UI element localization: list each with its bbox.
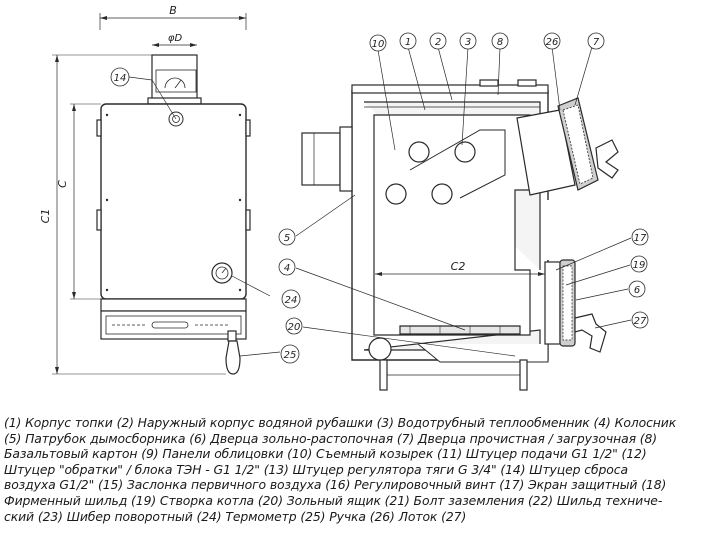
- callout-3: 3: [465, 37, 471, 48]
- callout-17: 17: [634, 233, 647, 244]
- dimension-c: C: [56, 103, 101, 300]
- callout-26: 26: [546, 37, 559, 48]
- callout-5: 5: [284, 233, 290, 244]
- callout-19: 19: [633, 260, 646, 271]
- dimension-c2: C2: [375, 260, 545, 276]
- dimension-d: φD: [152, 33, 197, 47]
- callout-14: 14: [114, 73, 127, 84]
- legend-line: Фирменный шильд (19) Створка котла (20) …: [4, 492, 663, 508]
- legend-line: ский (23) Шибер поворотный (24) Термомет…: [4, 508, 467, 524]
- section-callouts: 10 1 2 3 8 26 7 5 4 20 17 19 6 27: [278, 32, 649, 335]
- dimension-c1: C1: [39, 54, 226, 375]
- callout-7: 7: [593, 37, 600, 48]
- dim-label-c1: C1: [39, 209, 52, 224]
- callout-25: 25: [284, 350, 297, 361]
- dim-label-b: B: [169, 4, 177, 17]
- dim-label-c2: C2: [451, 260, 466, 273]
- dimension-b: B: [99, 4, 247, 30]
- dim-label-d: φD: [168, 33, 183, 44]
- callout-27: 27: [634, 316, 647, 327]
- legend-line: (1) Корпус топки (2) Наружный корпус вод…: [4, 415, 677, 430]
- parts-legend: (1) Корпус топки (2) Наружный корпус вод…: [4, 415, 704, 524]
- front-view: B φD: [39, 4, 281, 375]
- callout-10: 10: [372, 39, 385, 50]
- callout-2: 2: [435, 37, 441, 48]
- callout-8: 8: [497, 37, 503, 48]
- legend-line: воздуха G1/2" (15) Заслонка первичного в…: [4, 477, 667, 493]
- legend-line: Базальтовый картон (9) Панели облицовки …: [4, 446, 647, 462]
- callout-24: 24: [285, 295, 298, 306]
- legend-line: Штуцер "обратки" / блока ТЭН - G1 1/2" (…: [4, 461, 628, 477]
- callout-6: 6: [634, 285, 640, 296]
- section-view: C2: [295, 46, 632, 391]
- callout-20: 20: [288, 322, 301, 333]
- callout-4: 4: [284, 263, 290, 274]
- dim-label-c: C: [56, 180, 69, 188]
- callout-1: 1: [405, 37, 411, 48]
- boiler-technical-drawing: B φD: [39, 4, 649, 391]
- legend-line: (5) Патрубок дымосборника (6) Дверца зол…: [4, 430, 658, 446]
- front-callouts: 14 24 25: [110, 67, 301, 364]
